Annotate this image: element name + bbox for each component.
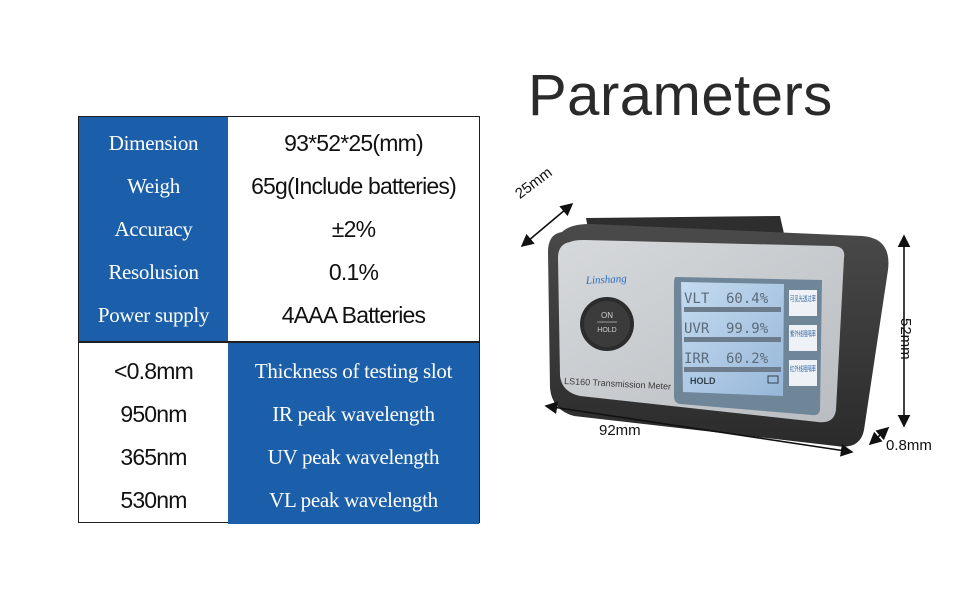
feature-row-ir: 950nm IR peak wavelength	[79, 393, 479, 436]
reading-value: 60.2%	[726, 351, 769, 367]
reading-name: IRR	[684, 351, 710, 367]
spec-row-power: Power supply 4AAA Batteries	[79, 294, 479, 337]
reading-value: 60.4%	[726, 291, 769, 307]
reading-value: 99.9%	[726, 321, 769, 337]
spec-value: 4AAA Batteries	[281, 302, 426, 328]
spec-value: 0.1%	[328, 259, 379, 285]
spec-label: Power supply	[97, 303, 210, 327]
tag-vlt: 可见光透过率	[790, 294, 816, 303]
width-arrow	[544, 401, 854, 457]
spec-label-column	[79, 117, 228, 341]
reading-uvr: UVR 99.9%	[684, 321, 781, 342]
device-illustration: Linshang ON HOLD LS160 Transmission Mete…	[520, 202, 911, 457]
feature-label-column	[228, 343, 479, 524]
width-label: 92mm	[599, 422, 641, 439]
feature-value: 365nm	[120, 444, 187, 470]
reading-name: VLT	[684, 291, 710, 307]
tag-irr: 红外线阻隔率	[790, 364, 816, 373]
spec-row-dimension: Dimension 93*52*25(mm)	[79, 122, 479, 165]
feature-label: UV peak wavelength	[267, 445, 440, 469]
feature-value: 530nm	[120, 487, 187, 513]
spec-table: Dimension 93*52*25(mm) Weigh 65g(Include…	[78, 116, 480, 524]
spec-label: Resolusion	[108, 260, 199, 284]
feature-label: IR peak wavelength	[272, 402, 435, 426]
feature-row-uv: 365nm UV peak wavelength	[79, 436, 479, 479]
height-label: 52mm	[897, 318, 914, 360]
spec-label: Weigh	[127, 174, 180, 198]
spec-label: Dimension	[108, 131, 199, 155]
feature-row-vl: 530nm VL peak wavelength	[79, 479, 479, 522]
feature-label: Thickness of testing slot	[254, 359, 453, 383]
spec-row-weigh: Weigh 65g(Include batteries)	[79, 165, 479, 208]
tag-uvr: 紫外线阻隔率	[790, 329, 816, 338]
power-button-hold-label: HOLD	[597, 327, 616, 334]
hold-indicator: HOLD	[690, 376, 716, 386]
battery-icon	[767, 375, 779, 384]
reading-irr: IRR 60.2%	[684, 351, 781, 372]
feature-label: VL peak wavelength	[269, 488, 438, 512]
spec-value: ±2%	[331, 216, 376, 242]
feature-row-slot: <0.8mm Thickness of testing slot	[79, 350, 479, 393]
feature-value: 950nm	[120, 401, 187, 427]
power-button-on-label: ON	[601, 311, 613, 320]
reading-name: UVR	[684, 321, 710, 337]
slot-label: 0.8mm	[886, 437, 932, 454]
depth-arrow	[520, 202, 574, 248]
device-screen: VLT 60.4% UVR 99.9% IRR 60.2% HOLD 可见光透过…	[674, 277, 822, 416]
spec-label: Accuracy	[114, 217, 193, 241]
page-title: Parameters	[528, 63, 833, 128]
spec-row-resolution: Resolusion 0.1%	[79, 251, 479, 294]
device-brand: Linshang	[585, 273, 628, 287]
reading-vlt: VLT 60.4%	[684, 291, 781, 312]
feature-value: <0.8mm	[114, 358, 194, 384]
spec-section-optical: <0.8mm Thickness of testing slot 950nm I…	[79, 341, 479, 524]
spec-section-general: Dimension 93*52*25(mm) Weigh 65g(Include…	[79, 117, 479, 341]
power-button: ON HOLD	[580, 297, 634, 351]
spec-row-accuracy: Accuracy ±2%	[79, 208, 479, 251]
slot-arrow	[868, 426, 890, 446]
spec-value: 65g(Include batteries)	[251, 173, 457, 199]
spec-value: 93*52*25(mm)	[284, 130, 423, 156]
